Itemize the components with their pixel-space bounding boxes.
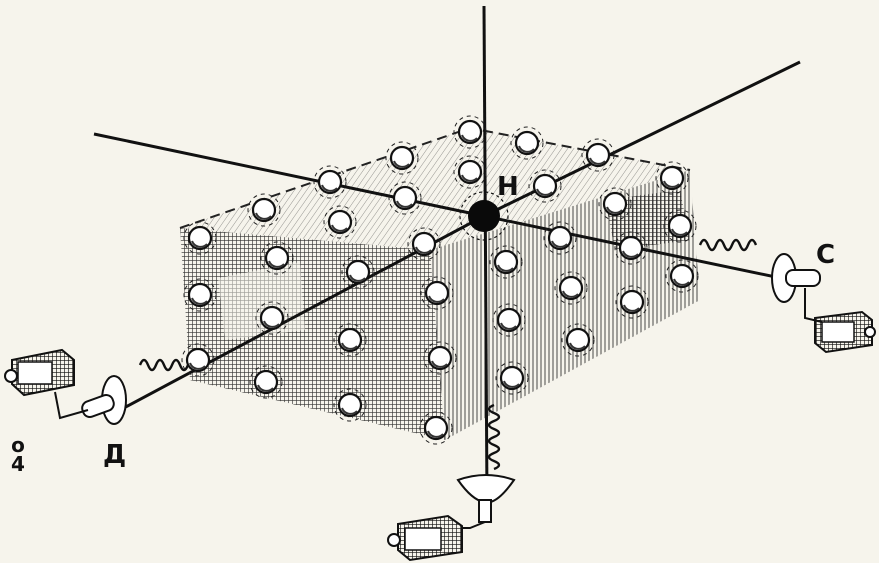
atom-icon (604, 193, 626, 215)
atom-icon (498, 309, 520, 331)
atom-icon (587, 144, 609, 166)
atom-icon (549, 227, 571, 249)
atom-icon (669, 215, 691, 237)
atom-icon (429, 347, 451, 369)
atom-icon (413, 233, 435, 255)
funnel-icon (458, 475, 514, 502)
atom-icon (621, 291, 643, 313)
atom-icon (501, 367, 523, 389)
atom-icon (534, 175, 556, 197)
atom-icon (495, 251, 517, 273)
atom-icon (394, 187, 416, 209)
atom-icon (347, 261, 369, 283)
source-bottom (388, 475, 514, 560)
crystal-front-face (180, 228, 445, 440)
label-right-c: С (816, 240, 835, 270)
atom-icon (253, 199, 275, 221)
atom-icon (560, 277, 582, 299)
atom-icon (187, 349, 209, 371)
axis-vertical (484, 6, 487, 500)
atom-icon (426, 282, 448, 304)
atom-icon (329, 211, 351, 233)
atom-icon (567, 329, 589, 351)
atom-icon (255, 371, 277, 393)
wave-left (140, 360, 188, 370)
label-center-h: Н (497, 172, 519, 202)
source-left (5, 350, 126, 424)
figure-number: о 4 (11, 436, 25, 474)
atom-icon (339, 329, 361, 351)
atom-icon (189, 227, 211, 249)
atom-icon (516, 132, 538, 154)
nucleus-icon (468, 200, 500, 232)
atom-icon (671, 265, 693, 287)
atom-icon (425, 417, 447, 439)
atom-icon (339, 394, 361, 416)
camera-icon (5, 350, 74, 395)
atom-icon (266, 247, 288, 269)
wave-right (700, 240, 756, 250)
atom-icon (459, 161, 481, 183)
label-left-d: Д (103, 440, 126, 470)
camera-icon (388, 516, 462, 560)
atom-icon (459, 121, 481, 143)
atom-icon (661, 167, 683, 189)
atom-icon (391, 147, 413, 169)
atom-icon (620, 237, 642, 259)
atom-icon (189, 284, 211, 306)
atom-icon (261, 307, 283, 329)
atom-icon (319, 171, 341, 193)
camera-icon (815, 312, 875, 352)
